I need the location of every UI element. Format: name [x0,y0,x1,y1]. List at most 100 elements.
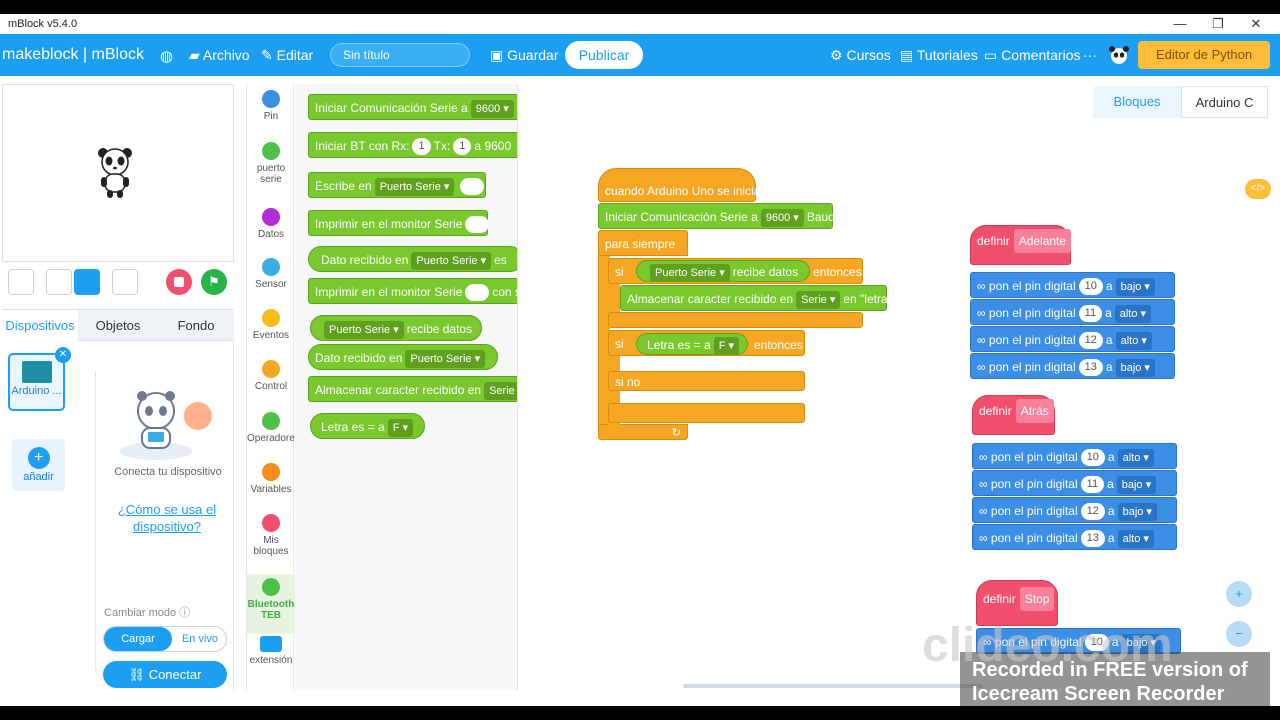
zoom-in-icon[interactable]: + [1226,581,1252,607]
category-9[interactable]: Mis bloques [247,514,295,557]
publicar-button[interactable]: Publicar [565,41,643,69]
more-icon[interactable]: ··· [1083,47,1097,63]
letter-dropdown[interactable]: F ▾ [387,418,414,437]
archivo-menu[interactable]: ▰ Archivo [189,47,250,64]
minimize-button[interactable]: — [1173,16,1187,31]
help-icon[interactable]: ⓘ [179,607,191,619]
pin-input[interactable]: 11 [1080,476,1105,494]
tutoriales-link[interactable]: ▤ Tutoriales [900,47,978,64]
mode-upload-button[interactable]: Cargar [104,627,172,651]
category-4[interactable]: Sensor [247,258,295,290]
pin-input[interactable]: 12 [1078,332,1103,350]
value-input[interactable] [460,178,485,196]
globe-icon[interactable]: ◍ [160,48,174,65]
port-dropdown[interactable]: Puerto Serie ▾ [405,349,486,368]
port-dropdown[interactable]: Serie ▾ [796,290,841,309]
category-8[interactable]: Variables [247,463,295,495]
pin-input[interactable]: 13 [1080,530,1105,548]
horizontal-scrollbar[interactable] [683,684,983,688]
baud-dropdown[interactable]: 9600 ▾ [760,208,804,227]
receives-data-condition[interactable]: Puerto Serie ▾recibe datos [636,260,810,282]
hat-block[interactable]: cuando Arduino Uno se inicia [598,168,760,202]
mode-live-button[interactable]: En vivo [181,633,219,645]
category-6[interactable]: Control [247,360,295,392]
guardar-button[interactable]: ▣ Guardar [490,47,558,64]
level-dropdown[interactable]: alto ▾ [1115,331,1152,350]
category-11[interactable]: extensión [247,636,295,666]
stop-icon[interactable] [166,269,192,295]
port-dropdown[interactable]: Puerto Serie ▾ [324,320,404,339]
script-workspace[interactable]: Bloques Arduino C </> cuando Arduino Uno… [518,84,1280,690]
letter-dropdown[interactable]: F ▾ [713,336,740,355]
pin-input[interactable]: 10 [1084,634,1109,652]
device-card-arduino[interactable]: Arduino ... ✕ [8,347,71,411]
level-dropdown[interactable]: alto ▾ [1114,304,1152,323]
value-input[interactable] [465,216,490,234]
level-dropdown[interactable]: bajo ▾ [1121,633,1161,652]
restore-button[interactable]: ❐ [1212,16,1224,31]
fullscreen-icon[interactable] [8,269,34,295]
category-3[interactable]: Datos [247,208,295,240]
tab-objetos[interactable]: Objetos [95,318,141,333]
pin-input[interactable]: 10 [1078,278,1103,296]
level-dropdown[interactable]: alto ▾ [1117,529,1154,548]
category-2[interactable]: puerto serie [247,142,295,185]
pin-input[interactable]: 11 [1078,305,1103,323]
port-dropdown[interactable]: Puerto Serie ▾ [411,251,492,270]
add-device-button[interactable]: + añadir [12,439,65,491]
category-5[interactable]: Eventos [247,309,295,341]
rx-input[interactable]: 1 [412,138,431,156]
category-10[interactable]: Bluetooth TEB [247,574,295,634]
level-dropdown[interactable]: bajo ▾ [1115,277,1155,296]
category-7[interactable]: Operadores [247,412,300,444]
pin-input[interactable]: 12 [1080,503,1105,521]
port-dropdown[interactable]: Serie ▾ [484,381,517,400]
tab-fondo[interactable]: Fondo [177,318,215,333]
forever-block[interactable]: para siempre [598,230,688,256]
tab-arduino-c[interactable]: Arduino C [1181,86,1268,118]
level-dropdown[interactable]: bajo ▾ [1117,502,1157,521]
stage[interactable] [2,84,234,262]
zoom-out-icon[interactable]: − [1226,621,1252,647]
baud-dropdown[interactable]: 9600 ▾ [470,99,514,118]
level-dropdown[interactable]: bajo ▾ [1116,475,1157,494]
panda-sprite[interactable] [97,147,133,199]
code-toggle-icon[interactable]: </> [1245,179,1271,199]
pin-input[interactable]: 10 [1080,449,1105,467]
tx-input[interactable]: 1 [453,138,472,156]
remove-device-icon[interactable]: ✕ [55,347,71,363]
tab-bloques[interactable]: Bloques [1093,86,1181,118]
value-input[interactable] [465,284,490,302]
level-dropdown[interactable]: bajo ▾ [1115,358,1155,377]
connect-button[interactable]: ⛓ Conectar [103,661,227,688]
green-flag-icon[interactable]: ⚑ [201,269,227,295]
python-editor-button[interactable]: Editor de Python [1138,41,1270,69]
pin-input[interactable]: 13 [1078,359,1103,377]
small-stage-icon[interactable] [46,269,72,295]
category-1[interactable]: Pin [247,90,295,122]
cursos-link[interactable]: ⚙ Cursos [830,47,891,64]
port-dropdown[interactable]: Puerto Serie ▾ [650,263,730,282]
